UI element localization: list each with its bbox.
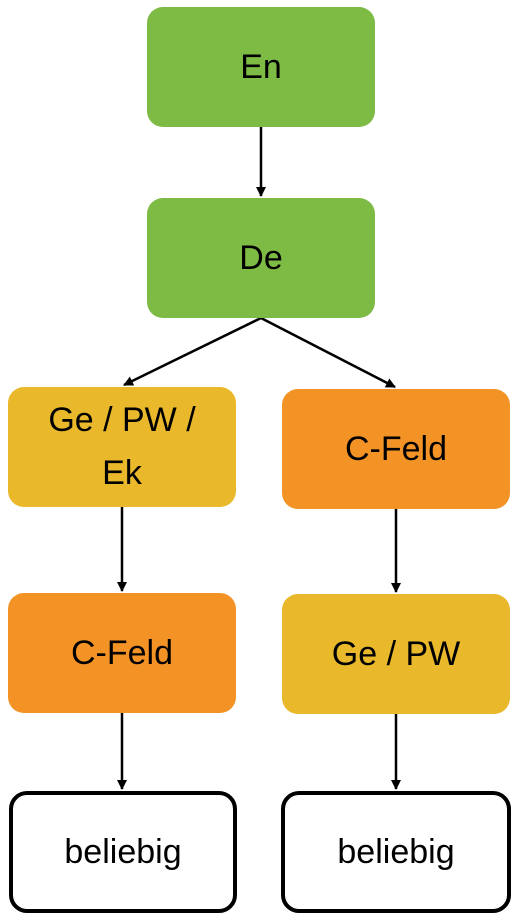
node-en-label: En (240, 47, 282, 86)
node-beliebig-right-label: beliebig (337, 832, 455, 871)
node-de-label: De (239, 238, 283, 277)
node-ge-pw-label: Ge / PW (331, 634, 461, 673)
node-ge-pw: Ge / PW (282, 594, 510, 714)
node-cfeld-right-label: C-Feld (344, 429, 448, 468)
node-cfeld-right: C-Feld (282, 389, 510, 509)
arrow-de-to-cfeld-right (260, 316, 396, 389)
arrow-de-to-ge-pw-ek (123, 316, 262, 387)
node-cfeld-left: C-Feld (8, 593, 236, 713)
node-beliebig-left: beliebig (9, 791, 237, 913)
node-en: En (147, 7, 375, 127)
node-beliebig-right: beliebig (281, 791, 511, 913)
node-beliebig-left-label: beliebig (64, 832, 182, 871)
node-cfeld-left-label: C-Feld (70, 633, 174, 672)
node-ge-pw-ek: Ge / PW / Ek (8, 387, 236, 507)
node-ge-pw-ek-label: Ge / PW / Ek (48, 401, 196, 492)
node-de: De (147, 198, 375, 318)
